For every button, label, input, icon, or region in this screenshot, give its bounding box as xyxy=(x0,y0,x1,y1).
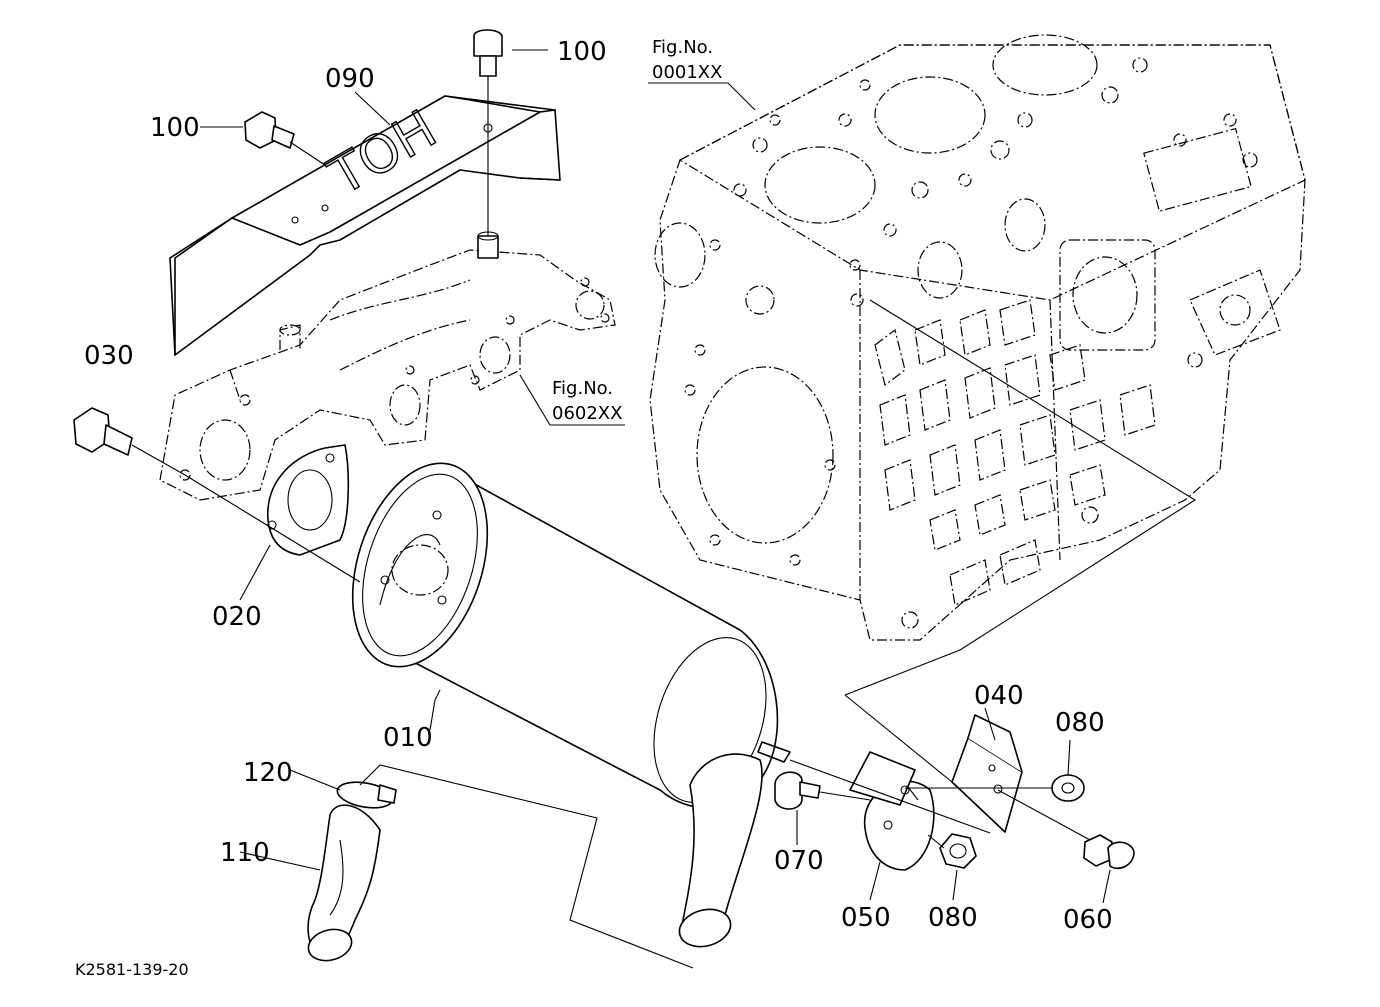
bolt-070 xyxy=(774,771,871,810)
bolt-030 xyxy=(73,407,186,476)
hose-clamp-120 xyxy=(289,769,397,809)
figure-reference-labels: Fig.No. 0001XX Fig.No. 0602XX xyxy=(552,37,722,424)
gasket-to-manifold-line xyxy=(184,474,361,583)
fig-ref-engine-title: Fig.No. xyxy=(652,37,713,58)
fig-ref-manifold-number: 0602XX xyxy=(552,403,622,424)
bracket-050 xyxy=(849,751,935,871)
label-100-upper: 100 xyxy=(557,37,607,67)
label-020: 020 xyxy=(212,602,262,632)
gasket xyxy=(267,444,350,556)
part-labels: 100 100 090 030 020 010 120 110 040 080 … xyxy=(84,37,1113,935)
bolt-060 xyxy=(1083,834,1135,870)
hardware-reference-lines xyxy=(789,299,1197,849)
leader-080-lower xyxy=(952,869,958,901)
label-080-upper: 080 xyxy=(1055,708,1105,738)
washer-080-right xyxy=(1051,774,1085,802)
heat-shield: HOT xyxy=(169,95,561,356)
label-070: 070 xyxy=(774,846,824,876)
bracket-040 xyxy=(951,714,1023,833)
pipe-reference-line xyxy=(359,764,694,969)
label-040: 040 xyxy=(974,681,1024,711)
label-090: 090 xyxy=(325,64,375,94)
label-110: 110 xyxy=(220,838,270,868)
label-050: 050 xyxy=(841,903,891,933)
label-120: 120 xyxy=(243,758,293,788)
label-080-lower: 080 xyxy=(928,903,978,933)
label-060: 060 xyxy=(1063,905,1113,935)
bolt-100-left xyxy=(200,111,326,166)
nut-080-left xyxy=(939,833,977,869)
exhaust-manifold-reference xyxy=(159,249,625,501)
engine-block-reference xyxy=(648,34,1306,641)
leader-080-upper xyxy=(1067,739,1071,776)
leader-050 xyxy=(869,861,881,901)
bolt-100-upper xyxy=(473,29,548,259)
tail-pipe-110 xyxy=(239,804,381,962)
label-100-left: 100 xyxy=(150,113,200,143)
leader-020 xyxy=(239,544,271,601)
leader-090 xyxy=(354,91,391,126)
fig-ref-manifold-title: Fig.No. xyxy=(552,378,613,399)
leader-010 xyxy=(429,689,441,731)
fig-ref-engine-number: 0001XX xyxy=(652,62,722,83)
leader-060 xyxy=(1102,869,1111,904)
leader-040 xyxy=(984,707,996,741)
muffler xyxy=(351,462,791,948)
label-030: 030 xyxy=(84,341,134,371)
drawing-code: K2581-139-20 xyxy=(75,960,189,979)
label-010: 010 xyxy=(383,723,433,753)
